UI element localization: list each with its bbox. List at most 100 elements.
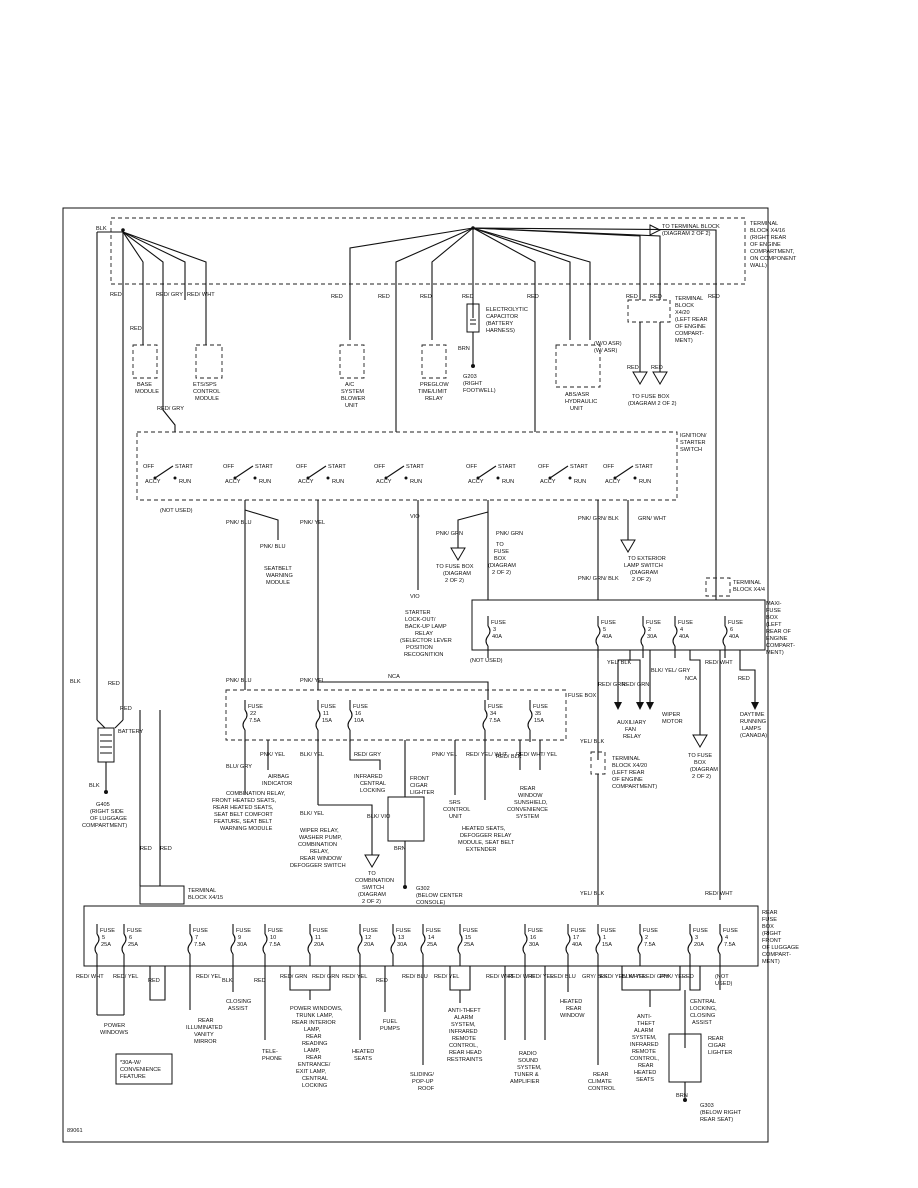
g303-label: G303 (BELOW RIGHT REAR SEAT) <box>700 1103 742 1123</box>
frame-id: 89061 <box>67 1128 83 1134</box>
svg-text:G302: G302 <box>416 886 430 892</box>
svg-text:RED/ GRN: RED/ GRN <box>280 974 307 980</box>
wiper-arrow <box>646 702 654 710</box>
svg-text:RELAY: RELAY <box>415 631 433 637</box>
svg-text:AUXILIARY: AUXILIARY <box>617 720 646 726</box>
svg-text:OF LUGGAGE: OF LUGGAGE <box>90 816 127 822</box>
svg-text:CONTROL: CONTROL <box>193 389 220 395</box>
svg-text:FRONT HEATED SEATS,: FRONT HEATED SEATS, <box>212 798 276 804</box>
terminal-x420-top-label: TERMINAL BLOCK X4/20 (LEFT REAR OF ENGIN… <box>675 296 708 344</box>
terminal-x44-label: TERMINAL BLOCK X4/4 <box>733 580 765 593</box>
svg-text:BLOCK: BLOCK <box>675 303 694 309</box>
svg-text:UNIT: UNIT <box>449 814 463 820</box>
svg-text:COMPARTMENT,: COMPARTMENT, <box>750 249 795 255</box>
rear-wire-labels: RED/ WHT RED/ YEL RED RED/ YEL BLK RED R… <box>76 974 694 984</box>
svg-text:PNK/ GRN: PNK/ GRN <box>436 531 463 537</box>
trunk-label: POWER WINDOWS, TRUNK LAMP, REAR INTERIOR… <box>290 1006 343 1089</box>
ignition-off-label: OFF <box>143 464 155 470</box>
svg-text:ROOF: ROOF <box>418 1086 435 1092</box>
svg-text:HEATED: HEATED <box>352 1049 374 1055</box>
svg-text:POWER: POWER <box>104 1023 125 1029</box>
maxi-wire-labels: YEL/ BLK RED/ GRN RED/ GRN BLK/ YEL/ GRY… <box>598 660 750 688</box>
svg-text:TERMINAL: TERMINAL <box>188 888 216 894</box>
svg-text:MOTOR: MOTOR <box>662 719 683 725</box>
maxi-fuse-num: 2 <box>648 627 651 633</box>
rear-fuse-amp: 7.5A <box>724 942 736 948</box>
svg-text:PNK/ YEL: PNK/ YEL <box>432 752 457 758</box>
svg-text:UNIT: UNIT <box>570 406 584 412</box>
svg-text:REAR: REAR <box>566 1006 582 1012</box>
svg-text:RED: RED <box>378 294 390 300</box>
mid-fuse-amp: 10A <box>354 718 364 724</box>
svg-text:G405: G405 <box>96 802 110 808</box>
aux-fan-label: AUXILIARY FAN RELAY <box>617 720 646 740</box>
svg-text:SYSTEM,: SYSTEM, <box>632 1035 657 1041</box>
rear-fuse-name: FUSE <box>723 928 738 934</box>
svg-text:CONTROL: CONTROL <box>588 1086 615 1092</box>
svg-text:COMPARTMENT): COMPARTMENT) <box>82 823 127 829</box>
rear-fuse-name: FUSE <box>127 928 142 934</box>
svg-text:WIPER: WIPER <box>662 712 680 718</box>
to-fuse-box-top: TO FUSE BOX (DIAGRAM 2 OF 2) <box>628 394 677 407</box>
rear-fuse-num: 16 <box>530 935 536 941</box>
svg-text:DEFOGGER SWITCH: DEFOGGER SWITCH <box>290 863 346 869</box>
wire-yel-blk-low: YEL/ BLK <box>580 891 605 897</box>
svg-text:(DIAGRAM: (DIAGRAM <box>488 563 516 569</box>
rear-fuse-amp: 20A <box>314 942 324 948</box>
mid-fuse-num: 35 <box>535 711 541 717</box>
ignition-wire-labels: PNK/ BLU PNK/ BLU PNK/ YEL VIO PNK/ GRN … <box>226 514 667 600</box>
svg-text:(W/ ASR): (W/ ASR) <box>594 348 617 354</box>
note-box <box>115 1053 173 1085</box>
svg-text:NCA: NCA <box>685 676 697 682</box>
maxi-fuse-num: 4 <box>680 627 683 633</box>
maxi-fuse-name: FUSE <box>678 620 693 626</box>
maxi-fuse-amp: 40A <box>729 634 739 640</box>
ets-module-label: ETS/SPS CONTROL MODULE <box>193 382 220 402</box>
svg-text:LAMP,: LAMP, <box>304 1027 321 1033</box>
ignition-not-used: (NOT USED) <box>160 508 193 514</box>
svg-text:BASE: BASE <box>137 382 152 388</box>
svg-text:CLOSING: CLOSING <box>226 999 251 1005</box>
to-combo-arrow <box>364 854 380 868</box>
svg-text:YEL/ BLK: YEL/ BLK <box>607 660 632 666</box>
rear-fuse-amp: 25A <box>101 942 111 948</box>
svg-text:SRS: SRS <box>449 800 461 806</box>
svg-text:SYSTEM: SYSTEM <box>516 814 539 820</box>
svg-text:UNIT: UNIT <box>345 403 359 409</box>
svg-text:PHONE: PHONE <box>262 1056 282 1062</box>
svg-text:MIRROR: MIRROR <box>194 1039 217 1045</box>
svg-text:LIGHTER: LIGHTER <box>708 1050 732 1056</box>
terminal-x415-box <box>139 885 185 905</box>
aux-fan-arrow-a <box>614 702 622 710</box>
svg-text:*30A-W/: *30A-W/ <box>120 1060 141 1066</box>
front-cigar-label: FRONT CIGAR LIGHTER <box>410 776 434 796</box>
rear-fuse-name: FUSE <box>193 928 208 934</box>
svg-text:RED/ GRN: RED/ GRN <box>622 682 649 688</box>
rear-fuse-name: FUSE <box>463 928 478 934</box>
rear-fuse-name: FUSE <box>571 928 586 934</box>
svg-text:(SELECTOR LEVER: (SELECTOR LEVER <box>400 638 452 644</box>
svg-text:INFRARED: INFRARED <box>354 774 383 780</box>
rear-fuse-name: FUSE <box>236 928 251 934</box>
fuse-box-mid <box>225 689 567 741</box>
rear-climate-label: REAR CLIMATE CONTROL <box>588 1072 615 1092</box>
wire-red-batt-3: RED <box>140 846 152 852</box>
fuel-pumps-label: FUEL PUMPS <box>380 1019 400 1032</box>
svg-text:GRY/ BLK: GRY/ BLK <box>582 974 608 980</box>
svg-text:BLU/ GRY: BLU/ GRY <box>226 764 252 770</box>
svg-text:2 OF 2): 2 OF 2) <box>492 570 511 576</box>
svg-text:(DIAGRAM: (DIAGRAM <box>630 570 658 576</box>
svg-text:RED/ WHT: RED/ WHT <box>508 974 536 980</box>
svg-text:ASSIST: ASSIST <box>692 1020 712 1026</box>
ignition-start-label: START <box>406 464 424 470</box>
svg-text:ANTI-THEFT: ANTI-THEFT <box>448 1008 481 1014</box>
maxi-fuse-num: 6 <box>730 627 733 633</box>
mid-fuse-amp: 7.5A <box>249 718 261 724</box>
svg-text:(DIAGRAM: (DIAGRAM <box>443 571 471 577</box>
sliding-roof-label: SLIDING/ POP-UP ROOF <box>410 1072 435 1092</box>
